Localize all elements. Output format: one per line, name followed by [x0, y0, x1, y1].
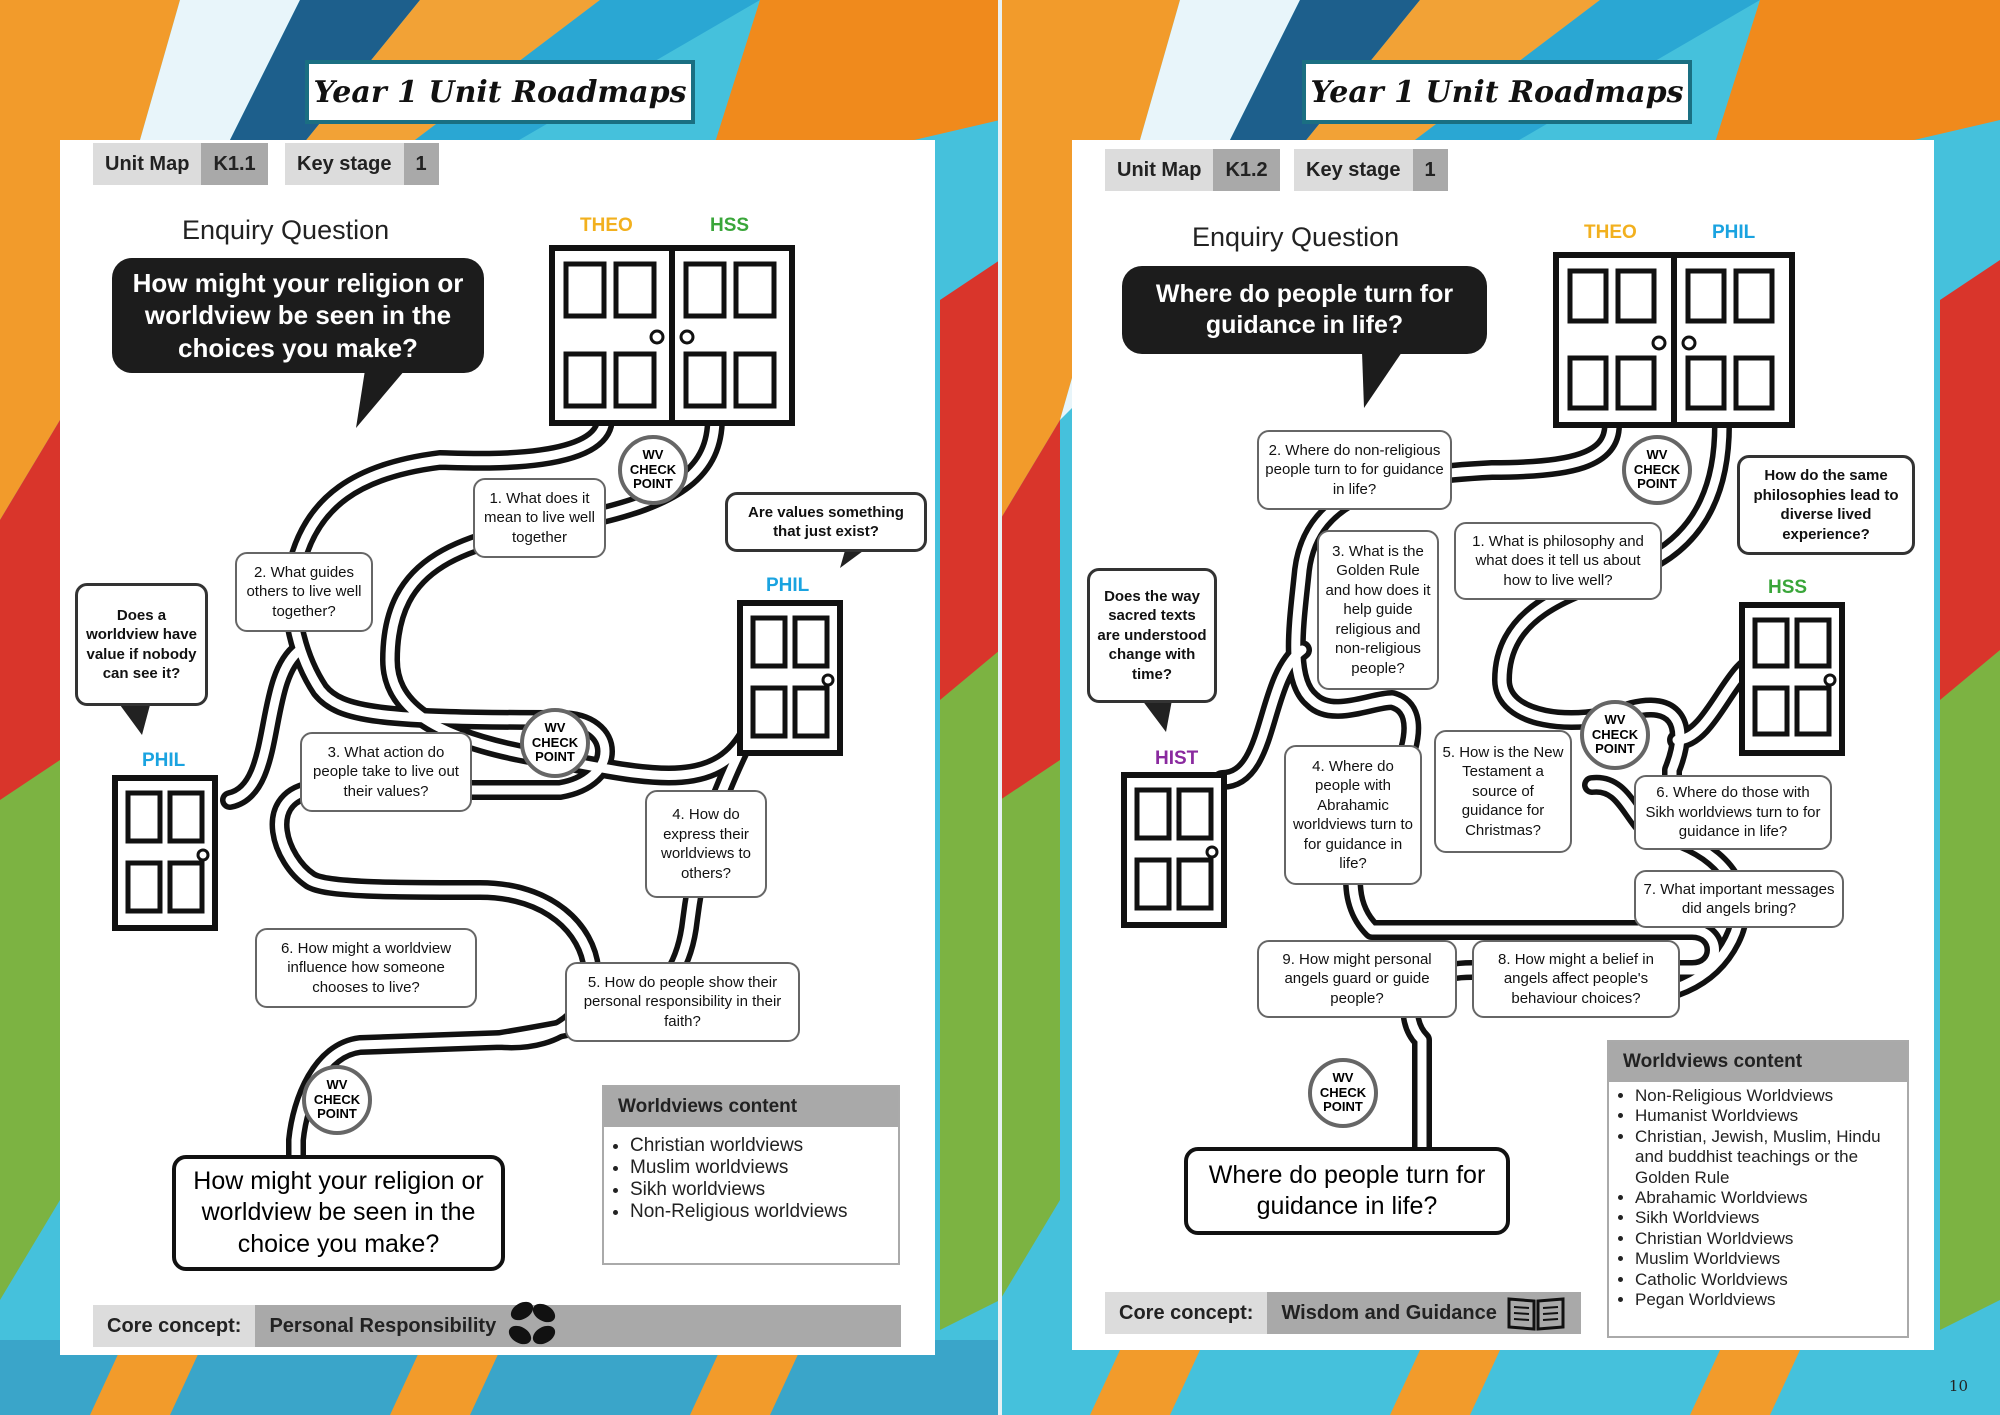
roadmap-sheet: Unit Map K1.2 Key stage 1 Enquiry Questi…: [1072, 140, 1934, 1350]
worldview-item: Catholic Worldviews: [1635, 1270, 1897, 1290]
worldview-item: Christian worldviews: [630, 1135, 888, 1157]
step-5-box: 5. How is the New Testament a source of …: [1434, 730, 1572, 853]
step-5-box: 5. How do people show their personal res…: [565, 962, 800, 1042]
double-door-icon: [1556, 255, 1792, 425]
reflection-bubble: How do the same philosophies lead to div…: [1737, 455, 1915, 555]
door-icon: [1742, 605, 1842, 753]
step-1-box: 1. What is philosophy and what does it t…: [1454, 522, 1662, 600]
core-concept-bar: Core concept: Personal Responsibility: [93, 1305, 901, 1347]
worldviews-list: Non-Religious Worldviews Humanist Worldv…: [1609, 1086, 1907, 1310]
step-7-box: 7. What important messages did angels br…: [1634, 870, 1844, 928]
wv-checkpoint: WV CHECK POINT: [302, 1065, 372, 1135]
core-concept-value: Wisdom and Guidance: [1267, 1292, 1580, 1334]
phil-tag: PHIL: [766, 575, 809, 597]
worldview-item: Muslim worldviews: [630, 1157, 888, 1179]
phil-tag: PHIL: [142, 750, 185, 772]
page-title: Year 1 Unit Roadmaps: [1302, 60, 1692, 124]
core-concept-text: Wisdom and Guidance: [1281, 1302, 1496, 1325]
worldviews-title: Worldviews content: [1609, 1042, 1907, 1082]
reflection-bubble: Are values something that just exist?: [725, 492, 927, 552]
door-icon: [740, 603, 840, 753]
theo-tag: THEO: [1584, 222, 1637, 244]
double-door-icon: [552, 248, 792, 423]
phil-tag: PHIL: [1712, 222, 1755, 244]
page-title: Year 1 Unit Roadmaps: [305, 60, 695, 124]
core-concept-label: Core concept:: [93, 1305, 255, 1347]
theo-tag: THEO: [580, 215, 633, 237]
page-number: 10: [1949, 1377, 1968, 1395]
core-concept-bar: Core concept: Wisdom and Guidance: [1105, 1292, 1581, 1334]
step-2-box: 2. Where do non-religious people turn to…: [1257, 430, 1452, 510]
door-icon: [115, 778, 215, 928]
step-2-box: 2. What guides others to live well toget…: [235, 552, 373, 632]
worldviews-content-panel: Worldviews content Non-Religious Worldvi…: [1607, 1040, 1909, 1338]
core-concept-label: Core concept:: [1105, 1292, 1267, 1334]
book-icon: [1505, 1293, 1567, 1333]
reflection-bubble: Does a worldview have value if nobody ca…: [75, 583, 208, 706]
hss-tag: HSS: [1768, 577, 1807, 599]
hist-tag: HIST: [1155, 748, 1198, 770]
worldview-item: Muslim Worldviews: [1635, 1249, 1897, 1269]
final-question-box: How might your religion or worldview be …: [172, 1155, 505, 1271]
core-concept-value: Personal Responsibility: [255, 1305, 901, 1347]
worldview-item: Pegan Worldviews: [1635, 1290, 1897, 1310]
worldview-item: Sikh worldviews: [630, 1179, 888, 1201]
hss-tag: HSS: [710, 215, 749, 237]
wv-checkpoint: WV CHECK POINT: [1308, 1058, 1378, 1128]
step-4-box: 4. How do express their worldviews to ot…: [645, 790, 767, 898]
worldview-item: Christian, Jewish, Muslim, Hindu and bud…: [1635, 1127, 1897, 1188]
worldviews-content-panel: Worldviews content Christian worldviews …: [602, 1085, 900, 1265]
reflection-bubble: Does the way sacred texts are understood…: [1087, 568, 1217, 703]
worldview-item: Non-Religious Worldviews: [1635, 1086, 1897, 1106]
worldviews-list: Christian worldviews Muslim worldviews S…: [604, 1135, 898, 1223]
core-concept-text: Personal Responsibility: [269, 1315, 496, 1338]
wv-checkpoint: WV CHECK POINT: [1622, 435, 1692, 505]
worldviews-title: Worldviews content: [604, 1087, 898, 1127]
worldview-item: Abrahamic Worldviews: [1635, 1188, 1897, 1208]
step-8-box: 8. How might a belief in angels affect p…: [1472, 940, 1680, 1018]
worldview-item: Humanist Worldviews: [1635, 1106, 1897, 1126]
right-page: Year 1 Unit Roadmaps Unit Map K1.2 Key s…: [1000, 0, 2000, 1415]
step-6-box: 6. How might a worldview influence how s…: [255, 928, 477, 1008]
step-1-box: 1. What does it mean to live well togeth…: [473, 478, 606, 558]
wv-checkpoint: WV CHECK POINT: [1580, 700, 1650, 770]
wv-checkpoint: WV CHECK POINT: [520, 708, 590, 778]
worldview-item: Christian Worldviews: [1635, 1229, 1897, 1249]
door-icon: [1124, 775, 1224, 925]
wv-checkpoint: WV CHECK POINT: [618, 435, 688, 505]
step-3-box: 3. What is the Golden Rule and how does …: [1317, 530, 1439, 690]
step-3-box: 3. What action do people take to live ou…: [300, 732, 472, 812]
hands-icon: [502, 1293, 562, 1353]
final-question-box: Where do people turn for guidance in lif…: [1184, 1147, 1510, 1235]
step-4-box: 4. Where do people with Abrahamic worldv…: [1284, 745, 1422, 885]
left-page: Year 1 Unit Roadmaps Unit Map K1.1 Key s…: [0, 0, 1000, 1415]
roadmap-sheet: Unit Map K1.1 Key stage 1 Enquiry Questi…: [60, 140, 935, 1355]
worldview-item: Non-Religious worldviews: [630, 1201, 888, 1223]
step-6-box: 6. Where do those with Sikh worldviews t…: [1634, 775, 1832, 850]
step-9-box: 9. How might personal angels guard or gu…: [1257, 940, 1457, 1018]
worldview-item: Sikh Worldviews: [1635, 1208, 1897, 1228]
